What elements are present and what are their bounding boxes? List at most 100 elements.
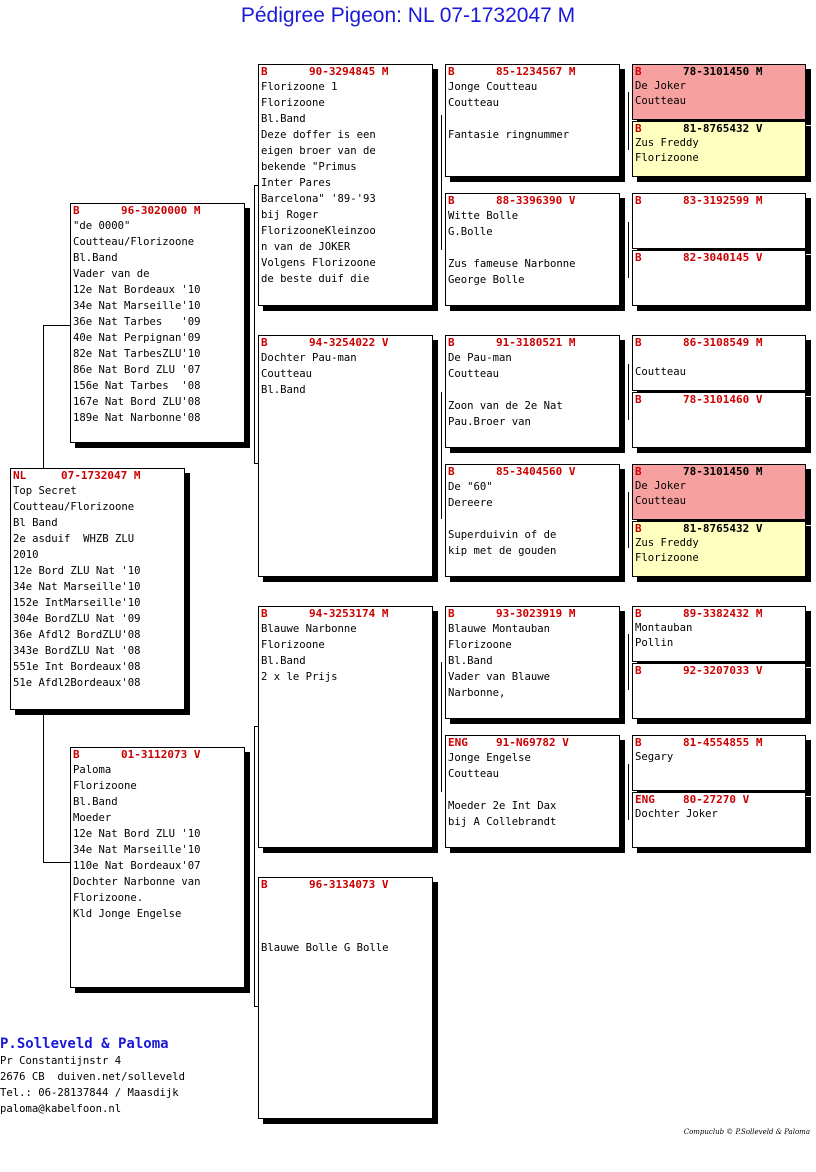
pigeon-info-line: Bl.Band	[73, 252, 118, 264]
country-code: B	[261, 607, 268, 620]
ring-number: 78-3101460 V	[683, 393, 763, 406]
country-code: B	[261, 65, 268, 78]
pigeon-info-line: Moeder	[73, 812, 112, 824]
pigeon-info-line: Dochter Pau-man	[261, 352, 357, 364]
ring-number: 86-3108549 M	[683, 336, 763, 349]
pigeon-info-line: 343e BordZLU Nat '08	[13, 645, 141, 657]
ring-number: 88-3396390 V	[496, 194, 576, 207]
pigeon-header: B 78-3101450 M	[633, 465, 805, 479]
pigeon-info-line	[259, 892, 432, 908]
pigeon-info-line: 152e IntMarseille'10	[13, 597, 141, 609]
country-code: B	[448, 194, 455, 207]
connector	[254, 463, 258, 464]
pigeon-info-line: kip met de gouden	[448, 545, 557, 557]
pigeon-info-line: Coutteau/Florizoone	[73, 236, 195, 248]
pigeon-info-line: Bl Band	[13, 517, 58, 529]
pigeon-info-line: Jonge Coutteau	[448, 81, 538, 93]
pigeon-info-line: Blauwe Montauban	[448, 623, 551, 635]
pigeon-info-line: Dochter Narbonne van	[73, 876, 201, 888]
pigeon-card-gggf-10[interactable]: B 92-3207033 V	[632, 663, 806, 719]
connector	[254, 726, 255, 1006]
connector	[441, 115, 442, 250]
country-code: ENG	[448, 736, 468, 749]
pigeon-info-line: Bl.Band	[261, 655, 306, 667]
ring-number: 96-3134073 V	[309, 878, 389, 891]
pigeon-info-line: 2010	[13, 549, 39, 561]
connector	[254, 726, 258, 727]
ring-number: 93-3023919 M	[496, 607, 576, 620]
pigeon-info-line: Vader van Blauwe	[448, 671, 551, 683]
pigeon-info-line: 82e Nat TarbesZLU'10	[73, 348, 201, 360]
owner-email[interactable]: paloma@kabelfoon.nl	[0, 1103, 122, 1115]
pigeon-info-line: Montauban	[635, 622, 693, 634]
pigeon-info-line: 36e Nat Tarbes '09	[73, 316, 201, 328]
pigeon-info-line: de beste duif die	[261, 273, 370, 285]
owner-postcode-website: 2676 CB duiven.net/solleveld	[0, 1071, 185, 1083]
ring-number: 78-3101450 M	[683, 465, 763, 478]
pigeon-info-line	[259, 908, 432, 924]
pigeon-info-line: 36e Afdl2 BordZLU'08	[13, 629, 141, 641]
pigeon-info-line: 156e Nat Tarbes '08	[73, 380, 201, 392]
ring-number: 96-3020000 M	[121, 204, 201, 217]
pigeon-info-line: 2e asduif WHZB ZLU	[13, 533, 135, 545]
pigeon-info-line: Segary	[635, 751, 674, 763]
pigeon-info-line: 12e Bord ZLU Nat '10	[13, 565, 141, 577]
pigeon-info-line: 12e Nat Bord ZLU '10	[73, 828, 201, 840]
ring-number: 89-3382432 M	[683, 607, 763, 620]
pigeon-info-line: Florizoone	[261, 97, 325, 109]
country-code: B	[448, 65, 455, 78]
pigeon-info-line: Bl.Band	[448, 655, 493, 667]
pigeon-info-line: Coutteau	[448, 768, 500, 780]
pigeon-info-line	[259, 924, 432, 940]
ring-number: 85-1234567 M	[496, 65, 576, 78]
pigeon-info-line: George Bolle	[448, 274, 525, 286]
pigeon-info-line	[446, 511, 619, 527]
pigeon-info-line: Coutteau	[448, 97, 500, 109]
pigeon-info-line: Zus Freddy	[635, 537, 699, 549]
pigeon-info-line: Blauwe Bolle G Bolle	[261, 942, 389, 954]
ring-number: 80-27270 V	[683, 793, 750, 806]
country-code: B	[448, 336, 455, 349]
connector	[43, 325, 44, 468]
owner-address: Pr Constantijnstr 4	[0, 1055, 122, 1067]
pigeon-info-line: Jonge Engelse	[448, 752, 531, 764]
country-code: B	[635, 465, 642, 478]
pigeon-header: B 88-3396390 V	[446, 194, 619, 208]
country-code: NL	[13, 469, 27, 482]
country-code: B	[635, 664, 642, 677]
ring-number: 81-8765432 V	[683, 522, 763, 535]
ring-number: 92-3207033 V	[683, 664, 763, 677]
pigeon-info-line: eigen broer van de	[261, 145, 376, 157]
connector	[254, 1006, 258, 1007]
